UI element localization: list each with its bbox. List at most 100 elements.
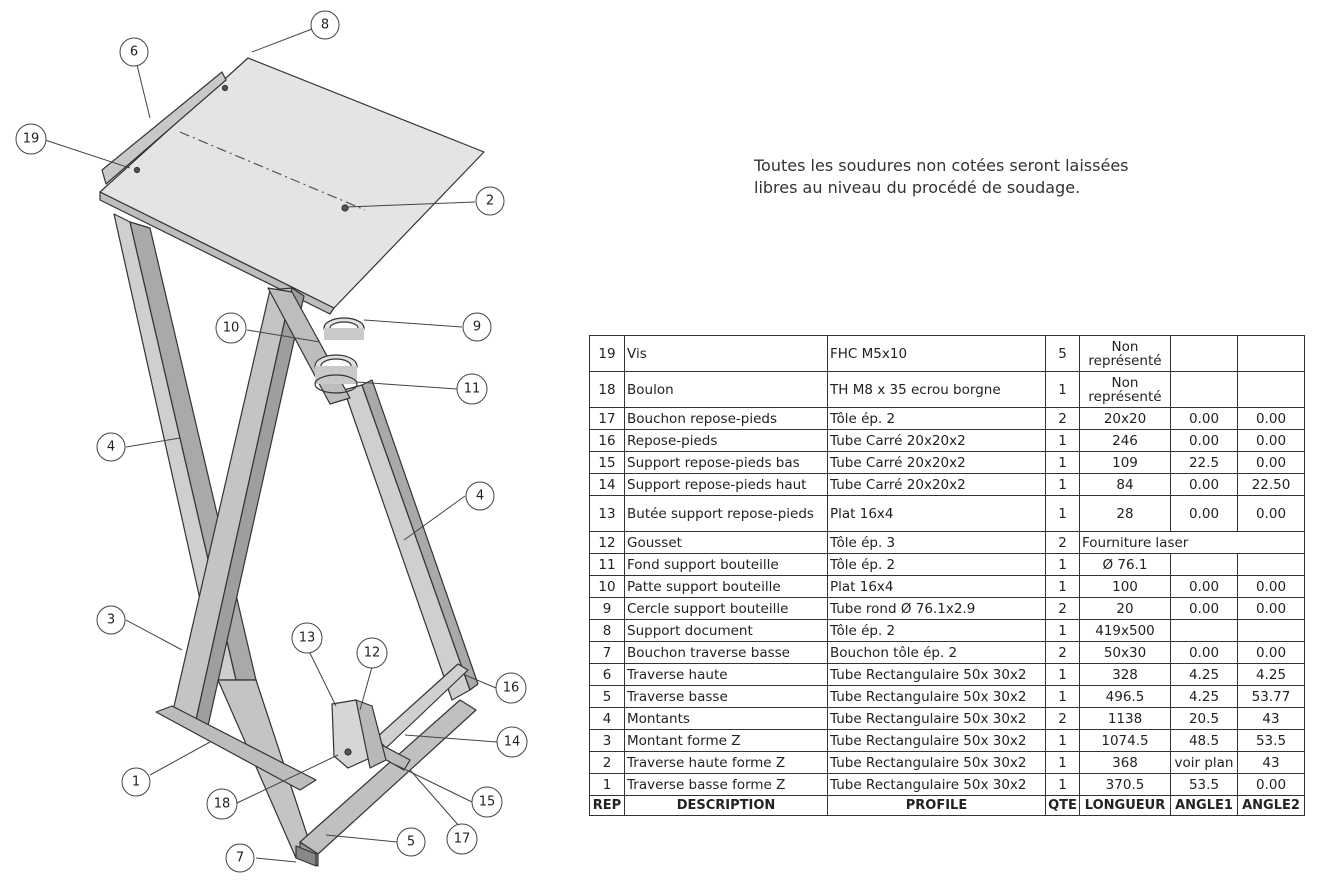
bom-cell-qte: 1 [1045,773,1080,796]
bom-cell-profile: Tube Carré 20x20x2 [827,473,1046,496]
bom-cell-longueur: 1074.5 [1079,729,1171,752]
svg-text:19: 19 [23,132,40,147]
bom-cell-angle2: 0.00 [1237,575,1305,598]
bom-header-angle1: ANGLE1 [1170,795,1238,816]
bom-cell-profile: Tube Carré 20x20x2 [827,451,1046,474]
top-crossbar-6 [101,71,227,185]
bom-cell-profile: TH M8 x 35 ecrou borgne [827,371,1046,408]
bom-cell-qte: 2 [1045,707,1080,730]
bom-header-rep: REP [589,795,625,816]
svg-text:7: 7 [236,851,244,866]
bom-cell-longueur: 1138 [1079,707,1171,730]
bom-cell-angle1: 0.00 [1170,641,1238,664]
bom-cell-longueur: 419x500 [1079,619,1171,642]
bom-cell-angle1: 0.00 [1170,407,1238,430]
bom-cell-angle2: 22.50 [1237,473,1305,496]
bom-cell-desc: Boulon [624,371,828,408]
bom-cell-angle2 [1237,335,1305,372]
bom-cell-longueur: Ø 76.1 [1079,553,1171,576]
balloon-3: 3 [96,605,126,635]
bom-cell-desc: Bouchon repose-pieds [624,407,828,430]
bom-header-desc: DESCRIPTION [624,795,828,816]
balloon-5: 5 [396,827,426,857]
bom-cell-qte: 2 [1045,641,1080,664]
bom-cell-desc: Gousset [624,531,828,554]
bom-cell-desc: Patte support bouteille [624,575,828,598]
bom-cell-qte: 1 [1045,473,1080,496]
bom-cell-angle1: 4.25 [1170,685,1238,708]
bom-cell-desc: Cercle support bouteille [624,597,828,620]
bom-cell-desc: Montant forme Z [624,729,828,752]
bom-cell-qte: 2 [1045,531,1080,554]
bom-cell-rep: 10 [589,575,625,598]
bom-cell-angle1 [1170,335,1238,372]
bom-cell-qte: 2 [1045,407,1080,430]
bom-cell-desc: Traverse haute [624,663,828,686]
bom-cell-angle1: 53.5 [1170,773,1238,796]
bom-cell-qte: 1 [1045,619,1080,642]
bom-cell-angle2: 0.00 [1237,495,1305,532]
balloon-11: 11 [456,373,488,405]
bom-cell-rep: 7 [589,641,625,664]
bom-cell-desc: Support document [624,619,828,642]
bom-cell-angle1 [1170,371,1238,408]
bom-cell-angle2: 0.00 [1237,451,1305,474]
bom-cell-profile: Tube rond Ø 76.1x2.9 [827,597,1046,620]
bom-cell-rep: 9 [589,597,625,620]
bom-cell-angle2: 0.00 [1237,407,1305,430]
svg-text:15: 15 [479,795,496,810]
bom-cell-angle1: 4.25 [1170,663,1238,686]
bom-cell-angle2: 0.00 [1237,773,1305,796]
balloon-18: 18 [206,788,238,820]
bom-cell-profile: Plat 16x4 [827,495,1046,532]
svg-text:3: 3 [107,613,115,628]
bom-cell-longueur: Fourniture laser [1079,531,1305,554]
bom-cell-angle1: 20.5 [1170,707,1238,730]
bom-header-longueur: LONGUEUR [1079,795,1171,816]
bom-cell-angle1: 48.5 [1170,729,1238,752]
svg-text:14: 14 [504,735,521,750]
bom-cell-longueur: 368 [1079,751,1171,774]
bom-cell-longueur: 20 [1079,597,1171,620]
end-cap-7 [295,845,317,867]
bom-cell-longueur: 84 [1079,473,1171,496]
plate-front-edge [99,191,335,315]
bom-cell-desc: Vis [624,335,828,372]
bom-cell-rep: 16 [589,429,625,452]
bom-cell-longueur: 20x20 [1079,407,1171,430]
bom-cell-rep: 13 [589,495,625,532]
bom-cell-angle2: 0.00 [1237,641,1305,664]
bom-cell-rep: 8 [589,619,625,642]
bom-cell-rep: 1 [589,773,625,796]
bom-cell-angle1: 0.00 [1170,495,1238,532]
svg-text:4: 4 [107,440,115,455]
welding-note-line-2: libres au niveau du procédé de soudage. [754,178,1081,197]
bom-cell-profile: Tube Rectangulaire 50x 30x2 [827,663,1046,686]
bom-cell-rep: 17 [589,407,625,430]
svg-text:12: 12 [364,646,381,661]
bom-cell-rep: 6 [589,663,625,686]
bom-cell-longueur: 100 [1079,575,1171,598]
bom-cell-desc: Montants [624,707,828,730]
bom-header-qte: QTE [1045,795,1080,816]
bom-cell-angle1 [1170,553,1238,576]
bom-cell-qte: 1 [1045,495,1080,532]
bom-cell-rep: 19 [589,335,625,372]
bom-cell-qte: 2 [1045,597,1080,620]
bom-cell-qte: 1 [1045,451,1080,474]
bom-cell-desc: Traverse basse forme Z [624,773,828,796]
bom-cell-angle2: 4.25 [1237,663,1305,686]
bom-cell-profile: Tube Rectangulaire 50x 30x2 [827,685,1046,708]
balloon-10: 10 [215,312,247,344]
